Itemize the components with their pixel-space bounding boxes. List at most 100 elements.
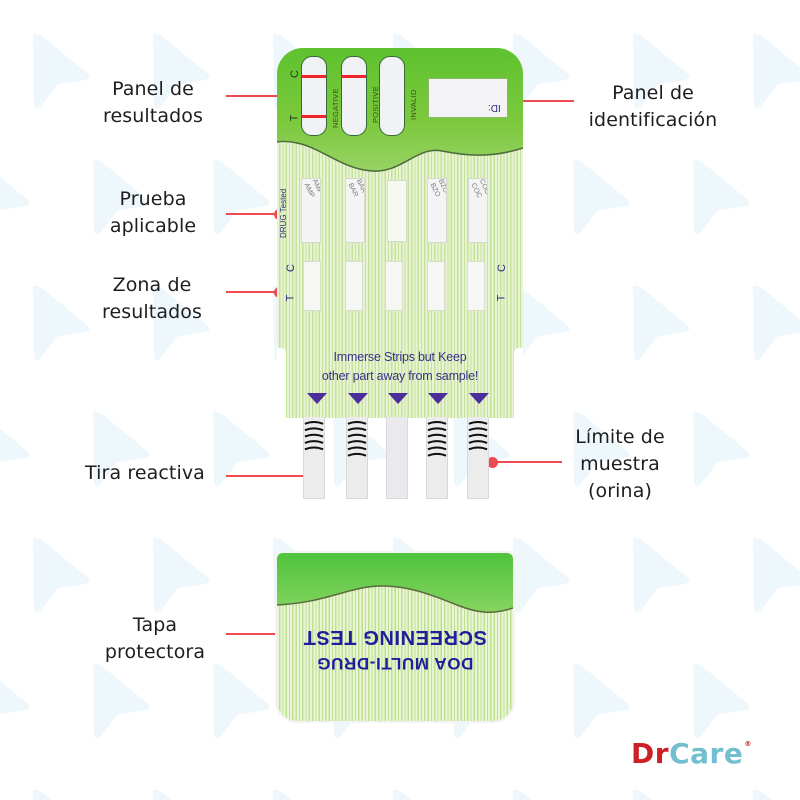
zone-c-label-left: C xyxy=(284,264,297,272)
registered-mark: ® xyxy=(744,740,752,748)
instruction-line: other part away from sample! xyxy=(321,369,479,383)
label-line: Panel de xyxy=(612,82,694,104)
watermark-arrow-icon xyxy=(90,660,152,742)
control-line-mark xyxy=(342,75,366,78)
watermark-arrow-icon xyxy=(630,30,692,112)
leader-dot xyxy=(486,456,498,468)
label-line: Tira reactiva xyxy=(85,462,205,484)
leader-line xyxy=(226,291,279,293)
leader-line xyxy=(492,461,562,463)
watermark-arrow-icon xyxy=(390,786,452,800)
watermark-arrow-icon xyxy=(30,30,92,112)
watermark-arrow-icon xyxy=(0,408,32,490)
negative-example-window xyxy=(301,56,327,136)
card-notch xyxy=(514,348,523,418)
result-window-5 xyxy=(467,261,485,311)
brand-part-1: Dr xyxy=(631,737,670,770)
watermark-arrow-icon xyxy=(150,282,212,364)
leader-line xyxy=(226,475,308,477)
watermark-arrow-icon xyxy=(750,30,800,112)
dip-arrow-icon xyxy=(388,393,408,404)
label-line: protectora xyxy=(104,641,206,663)
watermark-arrow-icon xyxy=(750,282,800,364)
invalid-label: INVALID xyxy=(409,89,418,120)
watermark-arrow-icon xyxy=(210,660,272,742)
watermark-arrow-icon xyxy=(510,534,572,616)
result-window-1 xyxy=(303,261,321,311)
label-id-panel: Panel de identificación xyxy=(578,80,728,134)
watermark-arrow-icon xyxy=(270,786,332,800)
watermark-arrow-icon xyxy=(0,156,32,238)
label-line: resultados xyxy=(102,301,202,323)
test-strip-2 xyxy=(346,417,368,499)
drug-code-bar: BAR BAR BAR BAR BAR BAR BAR BAR BAR BAR xyxy=(346,178,365,211)
sample-limit-waves-icon xyxy=(304,417,324,467)
watermark-arrow-icon xyxy=(690,408,752,490)
watermark-arrow-icon xyxy=(630,534,692,616)
drug-window-bar: BAR BAR BAR BAR BAR BAR BAR BAR BAR BAR xyxy=(345,178,365,243)
leader-line xyxy=(512,100,574,102)
brand-logo: DrCare® xyxy=(631,737,752,770)
watermark-arrow-icon xyxy=(30,786,92,800)
watermark-arrow-icon xyxy=(510,786,572,800)
sample-limit-waves-icon xyxy=(427,417,447,467)
test-strip-3 xyxy=(386,417,408,499)
sample-limit-waves-icon xyxy=(347,417,367,467)
sample-limit-waves-icon xyxy=(468,417,488,467)
watermark-arrow-icon xyxy=(150,534,212,616)
drug-code-bzo: BZO BZO BZO BZO BZO BZO BZO BZO BZO BZO xyxy=(428,178,447,211)
protective-cap[interactable]: SCREENING TEST DOA MULTI-DRUG xyxy=(277,553,513,721)
test-line-label: T xyxy=(288,114,301,122)
label-line: muestra xyxy=(580,453,660,475)
test-card: C T NEGATIVE POSITIVE INVALID ID: DRUG T… xyxy=(277,48,523,418)
drug-tested-label: DRUG Tested xyxy=(279,188,288,238)
label-line: (orina) xyxy=(588,480,652,502)
zone-c-label-right: C xyxy=(495,264,508,272)
id-panel[interactable]: ID: xyxy=(428,78,508,118)
watermark-arrow-icon xyxy=(570,660,632,742)
label-protective-cap: Tapa protectora xyxy=(98,612,212,666)
result-window-4 xyxy=(427,261,445,311)
watermark-arrow-icon xyxy=(750,534,800,616)
watermark-arrow-icon xyxy=(150,786,212,800)
label-line: Tapa xyxy=(132,614,178,636)
watermark-arrow-icon xyxy=(90,156,152,238)
label-line: Límite de xyxy=(575,426,665,448)
negative-label: NEGATIVE xyxy=(331,88,340,128)
dip-arrow-icon xyxy=(428,393,448,404)
label-line: aplicable xyxy=(109,215,197,237)
brand-part-2: Care xyxy=(669,737,744,770)
cap-header xyxy=(277,553,513,633)
label-test-strip: Tira reactiva xyxy=(78,460,212,487)
leader-line xyxy=(226,213,279,215)
watermark-arrow-icon xyxy=(570,408,632,490)
watermark-arrow-icon xyxy=(750,786,800,800)
result-window-3 xyxy=(385,261,403,311)
leader-line xyxy=(226,95,296,97)
drug-window-empty xyxy=(387,180,407,242)
label-applicable-test: Prueba aplicable xyxy=(98,186,208,240)
watermark-arrow-icon xyxy=(210,156,272,238)
drug-window-amp: AMP AMP AMP AMP AMP AMP AMP AMP AMP AMP xyxy=(301,178,321,243)
watermark-arrow-icon xyxy=(510,30,572,112)
card-notch xyxy=(277,348,286,418)
control-line-mark xyxy=(302,75,326,78)
instruction-text: Immerse Strips but Keep other part away … xyxy=(277,348,523,386)
watermark-arrow-icon xyxy=(210,408,272,490)
cap-title-line1: SCREENING TEST xyxy=(303,626,487,648)
watermark-arrow-icon xyxy=(30,282,92,364)
watermark-arrow-icon xyxy=(30,534,92,616)
watermark-arrow-icon xyxy=(510,282,572,364)
label-line: Prueba xyxy=(119,188,187,210)
id-label: ID: xyxy=(488,102,501,113)
watermark-arrow-icon xyxy=(570,156,632,238)
dip-arrow-icon xyxy=(469,393,489,404)
invalid-example-window xyxy=(379,56,405,136)
positive-example-window xyxy=(341,56,367,136)
label-line: Zona de xyxy=(112,274,192,296)
label-line: Panel de xyxy=(112,78,194,100)
label-results-zone: Zona de resultados xyxy=(92,272,212,326)
watermark-arrow-icon xyxy=(690,156,752,238)
dip-arrow-icon xyxy=(348,393,368,404)
result-window-2 xyxy=(345,261,363,311)
